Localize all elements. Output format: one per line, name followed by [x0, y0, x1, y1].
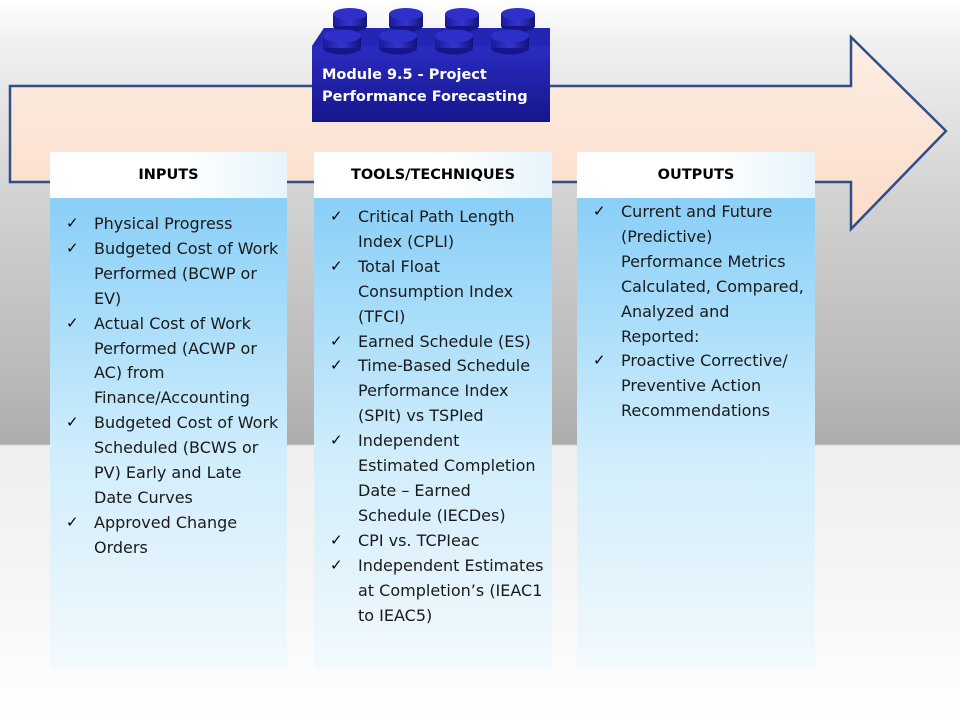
- list-item: ✓CPI vs. TCPIeac: [330, 530, 480, 550]
- module-title: Module 9.5 - Project Performance Forecas…: [322, 67, 528, 105]
- list-item: ✓Total Float Consumption Index (TFCI): [330, 256, 514, 326]
- checkmark-icon: ✓: [330, 256, 343, 275]
- checkmark-icon: ✓: [66, 313, 79, 332]
- outputs-list: ✓Current and Future (Predictive) Perform…: [577, 200, 815, 424]
- outputs-column: OUTPUTS ✓Current and Future (Predictive)…: [577, 152, 815, 670]
- checkmark-icon: ✓: [330, 431, 343, 450]
- tools-list: ✓Critical Path Length Index (CPLI) ✓Tota…: [314, 205, 552, 628]
- checkmark-icon: ✓: [330, 530, 343, 549]
- checkmark-icon: ✓: [66, 413, 79, 432]
- list-item: ✓Budgeted Cost of Work Scheduled (BCWS o…: [66, 413, 279, 507]
- list-item: ✓Earned Schedule (ES): [330, 331, 531, 351]
- outputs-heading: OUTPUTS: [577, 152, 815, 198]
- list-item: ✓Independent Estimated Completion Date –…: [330, 431, 536, 525]
- inputs-heading: INPUTS: [50, 152, 287, 198]
- checkmark-icon: ✓: [593, 351, 606, 370]
- list-item: ✓Current and Future (Predictive) Perform…: [593, 202, 804, 346]
- checkmark-icon: ✓: [330, 555, 343, 574]
- checkmark-icon: ✓: [593, 202, 606, 220]
- list-item: ✓Approved Change Orders: [66, 512, 238, 557]
- lego-brick-icon: [312, 8, 550, 122]
- list-item: ✓Budgeted Cost of Work Performed (BCWP o…: [66, 238, 279, 308]
- checkmark-icon: ✓: [330, 207, 343, 225]
- checkmark-icon: ✓: [66, 214, 79, 232]
- checkmark-icon: ✓: [66, 512, 79, 531]
- checkmark-icon: ✓: [330, 356, 343, 375]
- inputs-column: INPUTS ✓Physical Progress ✓Budgeted Cost…: [50, 152, 287, 670]
- list-item: ✓Actual Cost of Work Performed (ACWP or …: [66, 313, 257, 408]
- list-item: ✓Proactive Corrective/ Preventive Action…: [593, 351, 788, 421]
- tools-column: TOOLS/TECHNIQUES ✓Critical Path Length I…: [314, 152, 552, 670]
- list-item: ✓Critical Path Length Index (CPLI): [330, 207, 515, 251]
- list-item: ✓Physical Progress: [66, 214, 233, 233]
- checkmark-icon: ✓: [66, 238, 79, 257]
- list-item: ✓Time-Based Schedule Performance Index (…: [330, 356, 531, 426]
- list-item: ✓Independent Estimates at Completion’s (…: [330, 555, 544, 625]
- tools-heading: TOOLS/TECHNIQUES: [314, 152, 552, 198]
- checkmark-icon: ✓: [330, 331, 343, 350]
- inputs-list: ✓Physical Progress ✓Budgeted Cost of Wor…: [50, 212, 287, 561]
